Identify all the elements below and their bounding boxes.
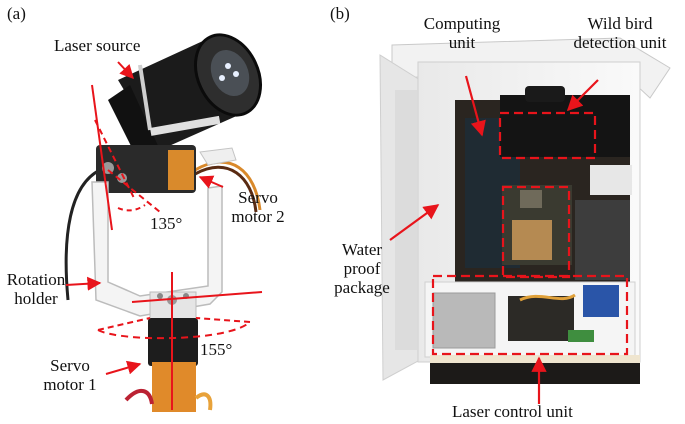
water-proof-line2: proof [343,259,381,278]
water-proof-line1: Water [341,240,383,259]
angle-135-line-c [107,169,161,213]
panel-b-annotations [389,75,629,404]
computing-unit-label: Computing unit [412,14,512,52]
computing-unit-line2: unit [448,33,476,52]
computing-unit-line1: Computing [423,14,501,33]
angle-155-arc [97,321,251,340]
servo-motor-2-line1: Servo [238,188,278,207]
water-proof-package-arrow [389,204,440,241]
servo-motor-2-line2: motor 2 [231,207,285,226]
panel-b-photo [379,37,671,384]
angle-135-label: 135° [150,214,183,233]
servo-motor-2-label: Servo motor 2 [222,188,294,226]
panel-a-tag: (a) [7,4,26,23]
wild-bird-detection-label: Wild bird detection unit [556,14,684,52]
panel-a-photo [64,33,262,412]
laser-source-label: Laser source [54,36,141,55]
angle-155-label: 155° [200,340,233,359]
angle-135-arc [117,204,146,212]
servo-motor-1-arrow [105,360,142,375]
panel-b-tag: (b) [330,4,350,23]
angle-155-line [131,291,263,303]
servo-motor-1-line2: motor 1 [43,375,97,394]
laser-source-arrow [117,61,134,80]
laser-control-box [431,274,629,356]
servo-motor-1-line1: Servo [50,356,90,375]
angle-155-ray-left [97,317,151,331]
angle-135-line-b [94,119,136,201]
servo-motor-2-arrow [198,175,224,189]
water-proof-line3: package [334,278,390,297]
computing-unit-arrow [464,75,486,137]
wild-bird-detection-line2: detection unit [573,33,667,52]
angle-155-ray-right [195,317,251,323]
rotation-holder-arrow [65,276,102,291]
wild-bird-detection-box [498,111,597,160]
rotation-holder-line1: Rotation [6,270,66,289]
wild-bird-detection-arrow [566,79,599,112]
water-proof-package-label: Water proof package [330,240,394,297]
rotation-holder-label: Rotation holder [0,270,72,308]
wild-bird-detection-line1: Wild bird [587,14,653,33]
laser-control-label: Laser control unit [452,402,573,421]
panel-a-annotations [65,61,263,410]
servo-motor-2-body [96,115,221,193]
rotation-holder-line2: holder [14,289,58,308]
angle-135-line-a [91,84,113,231]
servo-motor-1-label: Servo motor 1 [32,356,108,394]
rotation-holder-body [91,147,237,317]
